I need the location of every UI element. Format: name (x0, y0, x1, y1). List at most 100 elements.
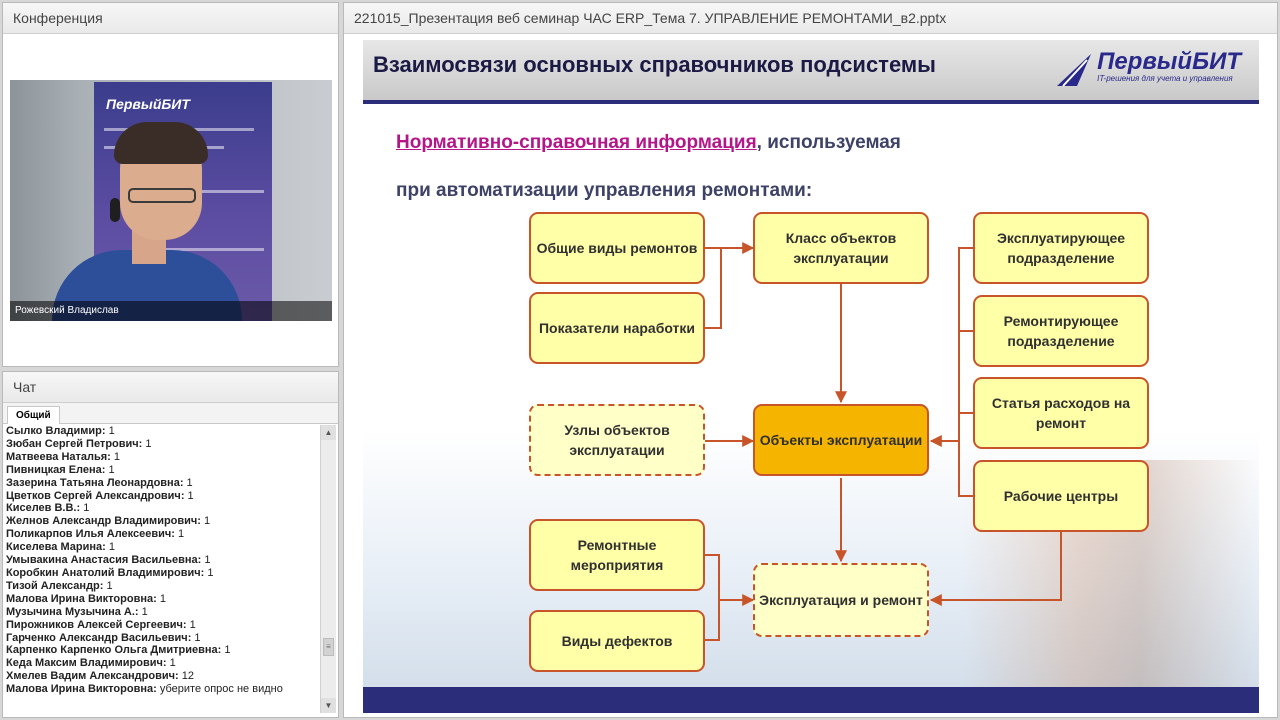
chat-scrollbar[interactable]: ▲ ≡ ▼ (320, 425, 336, 713)
box-operation-objects: Объекты эксплуатации (753, 404, 929, 476)
chat-message: Желнов Александр Владимирович: 1 (6, 515, 321, 528)
chat-text: 1 (145, 437, 152, 450)
chat-author: Пивницкая Елена: (6, 463, 106, 476)
chat-author: Коробкин Анатолий Владимирович: (6, 566, 205, 579)
presentation-file-title: 221015_Презентация веб семинар ЧАС ERP_Т… (344, 3, 1277, 34)
subtitle-rest: , используемая (756, 132, 901, 153)
chat-message: Карпенко Карпенко Ольга Дмитриевна: 1 (6, 644, 321, 657)
slide-subtitle-line2: при автоматизации управления ремонтами: (396, 180, 813, 201)
chat-message: Пирожников Алексей Сергеевич: 1 (6, 619, 321, 632)
subtitle-highlight: Нормативно-справочная информация (396, 132, 757, 153)
chat-author: Гарченко Александр Васильевич: (6, 631, 192, 644)
company-logo: ПервыйБИТ IT-решения для учета и управле… (1057, 48, 1241, 87)
chat-author: Поликарпов Илья Алексеевич: (6, 528, 175, 541)
chat-text: 1 (204, 515, 211, 528)
presenter-glasses (128, 188, 196, 203)
chat-text: 1 (178, 528, 185, 541)
chat-text: 1 (189, 618, 196, 631)
chat-author: Малова Ирина Викторовна: (6, 592, 157, 605)
banner-text-line (154, 248, 264, 251)
headset-icon (110, 198, 120, 222)
chat-message: Умывакина Анастасия Васильевна: 1 (6, 554, 321, 567)
chat-author: Киселев В.В.: (6, 502, 81, 515)
box-object-nodes: Узлы объектов эксплуатации (529, 404, 705, 476)
chat-header: Чат (3, 372, 338, 403)
chat-author: Тизой Александр: (6, 579, 104, 592)
box-defect-types: Виды дефектов (529, 610, 705, 672)
conference-panel: Конференция ПервыйБИТ Рожевский Владисла… (2, 2, 339, 367)
chat-message: Зюбан Сергей Петрович: 1 (6, 438, 321, 451)
presentation-panel: 221015_Презентация веб семинар ЧАС ERP_Т… (343, 2, 1278, 718)
chat-message: Матвеева Наталья: 1 (6, 451, 321, 464)
chat-text: 1 (108, 425, 115, 437)
chat-text: 1 (106, 579, 113, 592)
chat-message: Тизой Александр: 1 (6, 580, 321, 593)
scroll-up-icon[interactable]: ▲ (321, 425, 336, 440)
chat-text: 1 (186, 476, 193, 489)
video-feed[interactable]: ПервыйБИТ Рожевский Владислав (10, 80, 332, 321)
box-object-class: Класс объектов эксплуатации (753, 212, 929, 284)
chat-message: Поликарпов Илья Алексеевич: 1 (6, 528, 321, 541)
box-repair-activities: Ремонтные мероприятия (529, 519, 705, 591)
conference-header: Конференция (3, 3, 338, 34)
chat-text: 1 (187, 489, 194, 502)
chat-text: 1 (224, 644, 231, 657)
chat-author: Зюбан Сергей Петрович: (6, 437, 143, 450)
chat-author: Карпенко Карпенко Ольга Дмитриевна: (6, 644, 222, 657)
chat-message: Музычина Музычина А.: 1 (6, 606, 321, 619)
chat-message: Цветков Сергей Александрович: 1 (6, 490, 321, 503)
slide-title-bar: Взаимосвязи основных справочников подсис… (363, 40, 1259, 104)
logo-swoosh-icon (1057, 54, 1092, 87)
chat-tab-general[interactable]: Общий (7, 406, 60, 424)
logo-name: ПервыйБИТ (1097, 48, 1241, 75)
chat-text: 1 (159, 592, 166, 605)
chat-text: 1 (194, 631, 201, 644)
slide-footer-bar (363, 687, 1259, 713)
slide-heading: Взаимосвязи основных справочников подсис… (373, 52, 936, 77)
chat-text: 1 (113, 450, 121, 463)
chat-author: Пирожников Алексей Сергеевич: (6, 618, 187, 631)
chat-text: 1 (204, 554, 211, 567)
chat-text: 1 (141, 605, 148, 618)
scroll-down-icon[interactable]: ▼ (321, 698, 336, 713)
chat-message: Пивницкая Елена: 1 (6, 464, 321, 477)
chat-author: Кеда Максим Владимирович: (6, 657, 167, 670)
chat-text: 1 (207, 566, 214, 579)
chat-author: Матвеева Наталья: (6, 450, 111, 463)
chat-author: Умывакина Анастасия Васильевна: (6, 554, 202, 567)
chat-message: Кеда Максим Владимирович: 1 (6, 657, 321, 670)
box-general-repair-types: Общие виды ремонтов (529, 212, 705, 284)
box-operation-and-repair: Эксплуатация и ремонт (753, 563, 929, 637)
logo-tagline: IT-решения для учета и управления (1097, 74, 1233, 83)
box-work-centers: Рабочие центры (973, 460, 1149, 532)
chat-message: Сылко Владимир: 1 (6, 425, 321, 438)
box-repair-expense-item: Статья расходов на ремонт (973, 377, 1149, 449)
chat-text: 1 (169, 657, 176, 670)
chat-text: 1 (108, 463, 115, 476)
banner-text-line (174, 190, 264, 193)
chat-message: Малова Ирина Викторовна: 1 (6, 593, 321, 606)
participant-name: Рожевский Владислав (10, 301, 332, 321)
chat-author: Музычина Музычина А.: (6, 605, 139, 618)
chat-message: Зазерина Татьяна Леонардовна: 1 (6, 477, 321, 490)
chat-message: Малова Ирина Викторовна: уберите опрос н… (6, 683, 321, 696)
chat-text: уберите опрос не видно (159, 683, 283, 696)
presenter-hair (114, 122, 208, 164)
chat-author: Малова Ирина Викторовна: (6, 683, 157, 696)
box-operating-indicators: Показатели наработки (529, 292, 705, 364)
slide: Взаимосвязи основных справочников подсис… (363, 40, 1259, 713)
chat-message: Киселев В.В.: 1 (6, 502, 321, 515)
box-operating-department: Эксплуатирующее подразделение (973, 212, 1149, 284)
chat-text: 1 (83, 502, 90, 515)
chat-author: Киселева Марина: (6, 541, 106, 554)
chat-author: Хмелев Вадим Александрович: (6, 670, 179, 683)
chat-text: 12 (181, 670, 194, 683)
chat-tabs: Общий (3, 403, 338, 424)
chat-message: Коробкин Анатолий Владимирович: 1 (6, 567, 321, 580)
chat-message: Хмелев Вадим Александрович: 12 (6, 670, 321, 683)
box-repair-department: Ремонтирующее подразделение (973, 295, 1149, 367)
chat-message: Гарченко Александр Васильевич: 1 (6, 632, 321, 645)
chat-message: Киселева Марина: 1 (6, 541, 321, 554)
scroll-thumb[interactable]: ≡ (323, 638, 334, 656)
